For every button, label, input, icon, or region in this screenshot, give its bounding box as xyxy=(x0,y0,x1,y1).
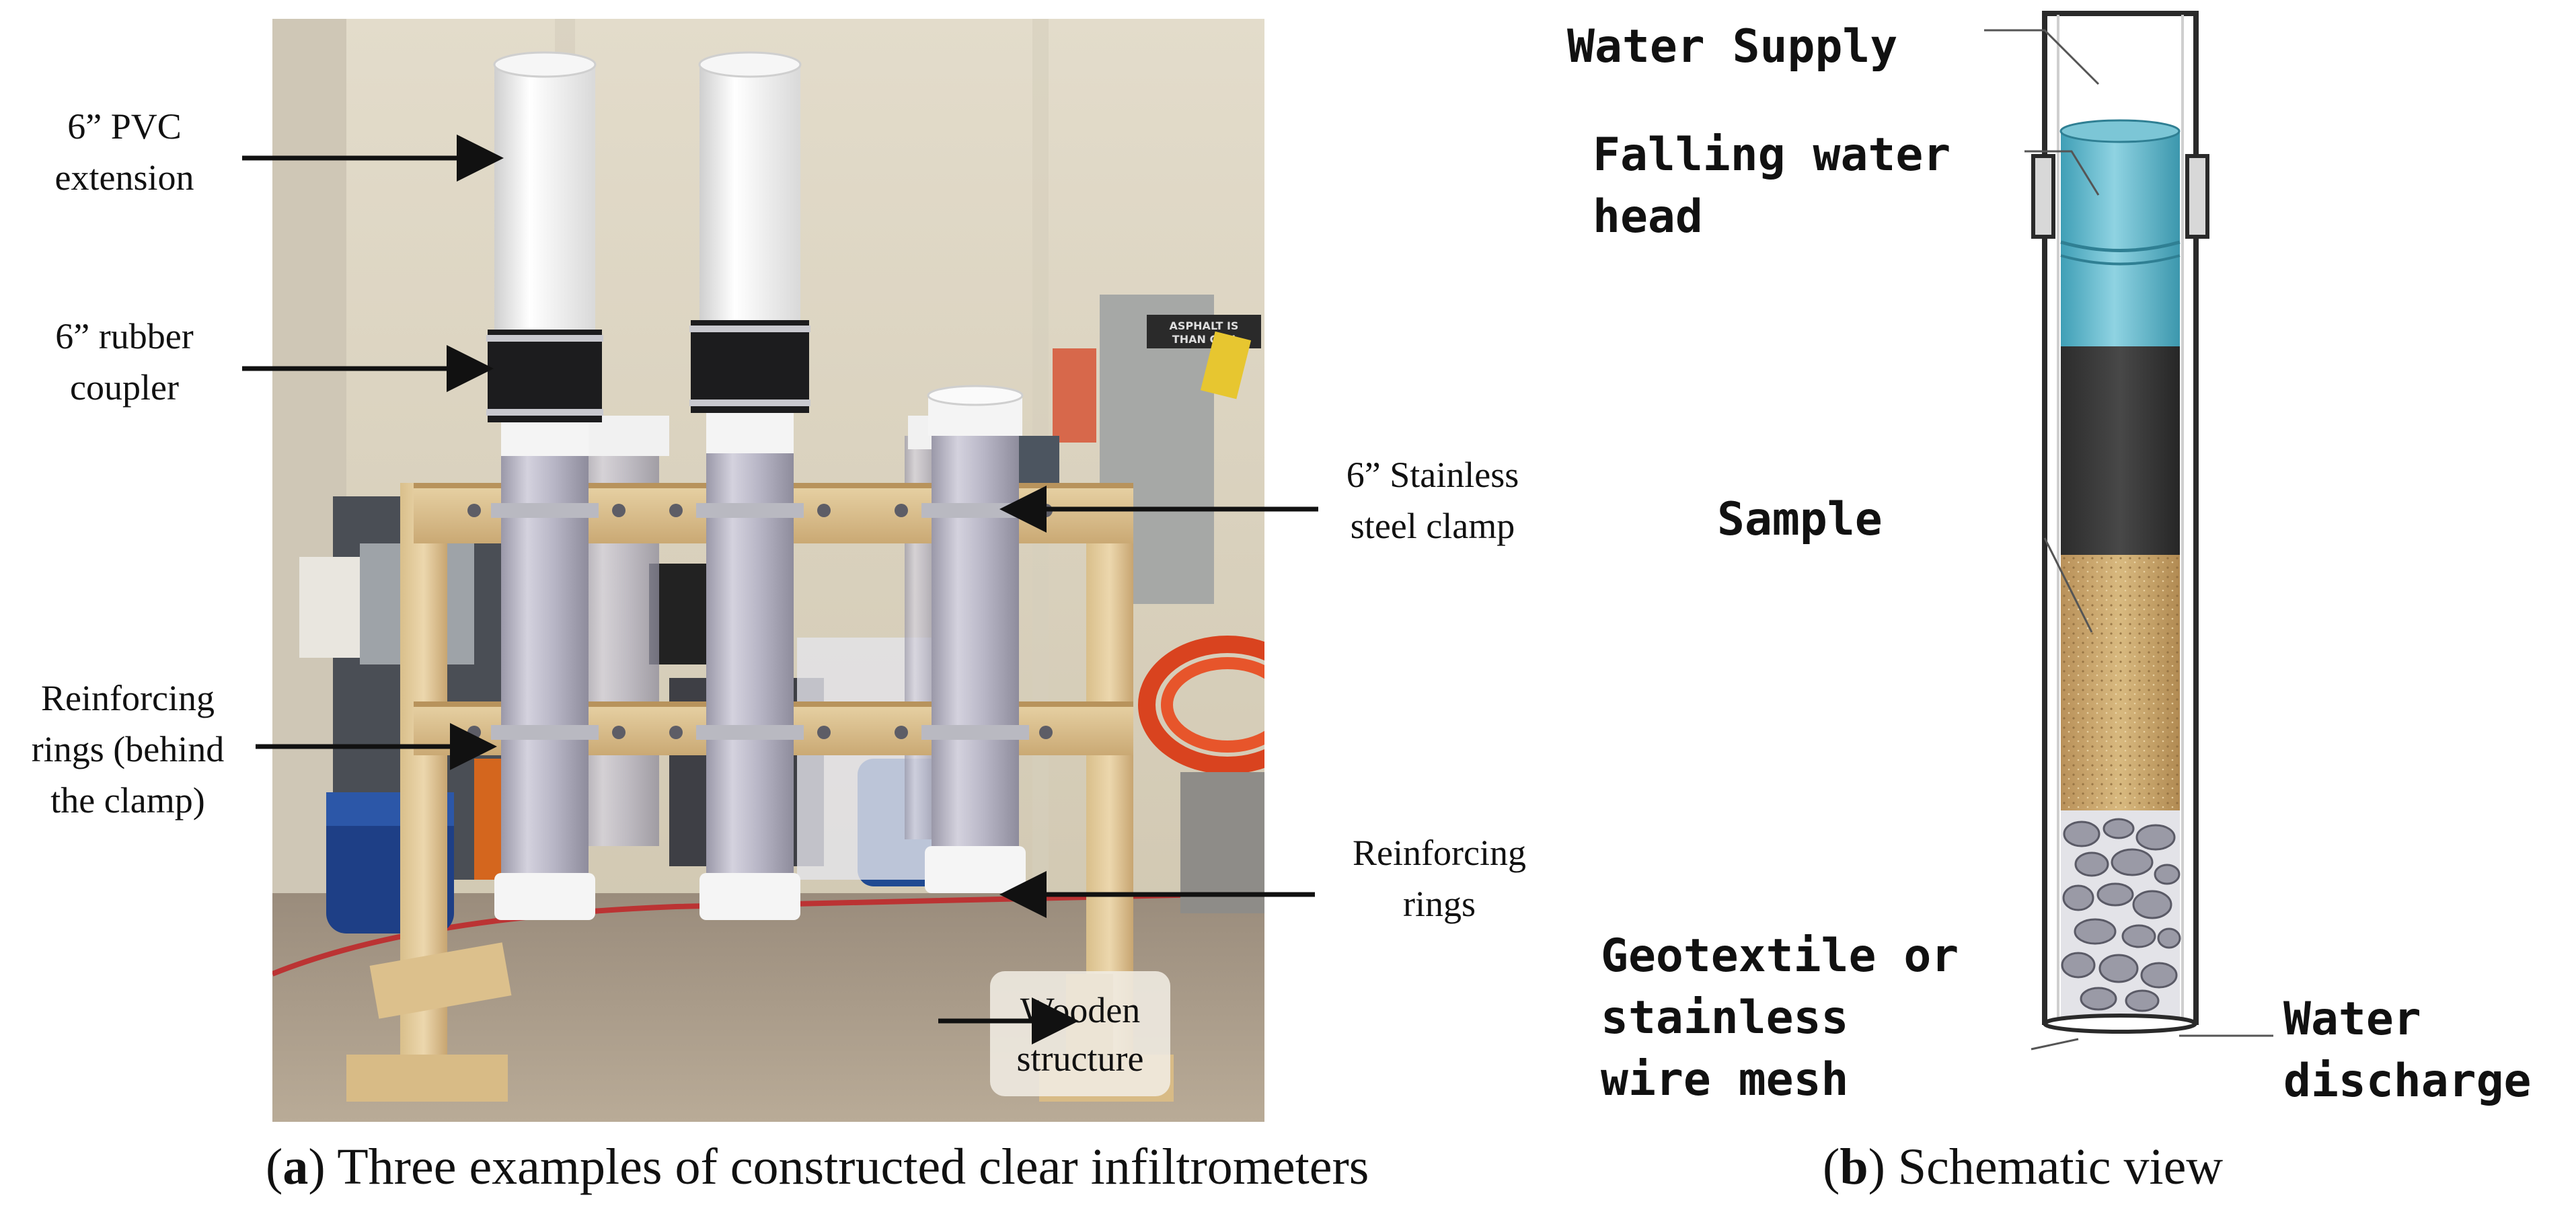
leader-falling-head xyxy=(2024,150,2100,196)
label-pvc-extension: 6” PVC extension xyxy=(54,106,194,198)
label-water-supply: Water Supply xyxy=(1567,20,1898,73)
infiltrometer-right xyxy=(921,385,1029,893)
leader-sample xyxy=(2043,537,2093,633)
svg-text:ASPHALT IS: ASPHALT IS xyxy=(1170,319,1239,332)
caption-panel-a: (a) Three examples of constructed clear … xyxy=(266,1139,1369,1195)
label-rubber-coupler: 6” rubber coupler xyxy=(55,316,194,408)
caption-b-text: Schematic view xyxy=(1885,1139,2224,1195)
caption-a-text: Three examples of constructed clear infi… xyxy=(325,1139,1369,1195)
label-stainless-clamp: 6” Stainless steel clamp xyxy=(1346,455,1519,546)
infiltrometer-photo: ASPHALT IS THAN CON xyxy=(272,19,1264,1122)
gravel-layer xyxy=(2061,810,2180,1020)
photo-illustration: ASPHALT IS THAN CON xyxy=(272,19,1264,1122)
label-reinforcing-rings-behind: Reinforcing rings (behind the clamp) xyxy=(31,678,225,821)
label-reinforcing-rings: Reinforcing rings xyxy=(1353,833,1526,924)
caption-b-letter: b xyxy=(1840,1139,1868,1195)
leader-water-supply xyxy=(1984,29,2100,85)
label-falling-water-head: Falling water head xyxy=(1593,128,1951,243)
leader-geotextile xyxy=(2031,1038,2079,1051)
wooden-structure-label-box: Wooden structure xyxy=(990,971,1170,1096)
dark-layer xyxy=(2061,346,2180,555)
label-sample: Sample xyxy=(1717,493,1883,546)
infiltrometer-middle xyxy=(689,51,810,920)
sample-layer xyxy=(2061,555,2180,810)
schematic-leaders xyxy=(1984,29,2273,1051)
wooden-structure-label: Wooden structure xyxy=(1016,990,1144,1079)
label-water-discharge: Water discharge xyxy=(2283,993,2532,1108)
caption-a-letter: a xyxy=(282,1139,309,1195)
infiltrometer-left xyxy=(486,51,603,920)
caption-panel-b: (b) Schematic view xyxy=(1823,1139,2224,1195)
label-geotextile-mesh: Geotextile or stainless wire mesh xyxy=(1601,929,1959,1106)
water-layer xyxy=(2061,131,2180,346)
schematic-column xyxy=(2031,11,2209,1034)
